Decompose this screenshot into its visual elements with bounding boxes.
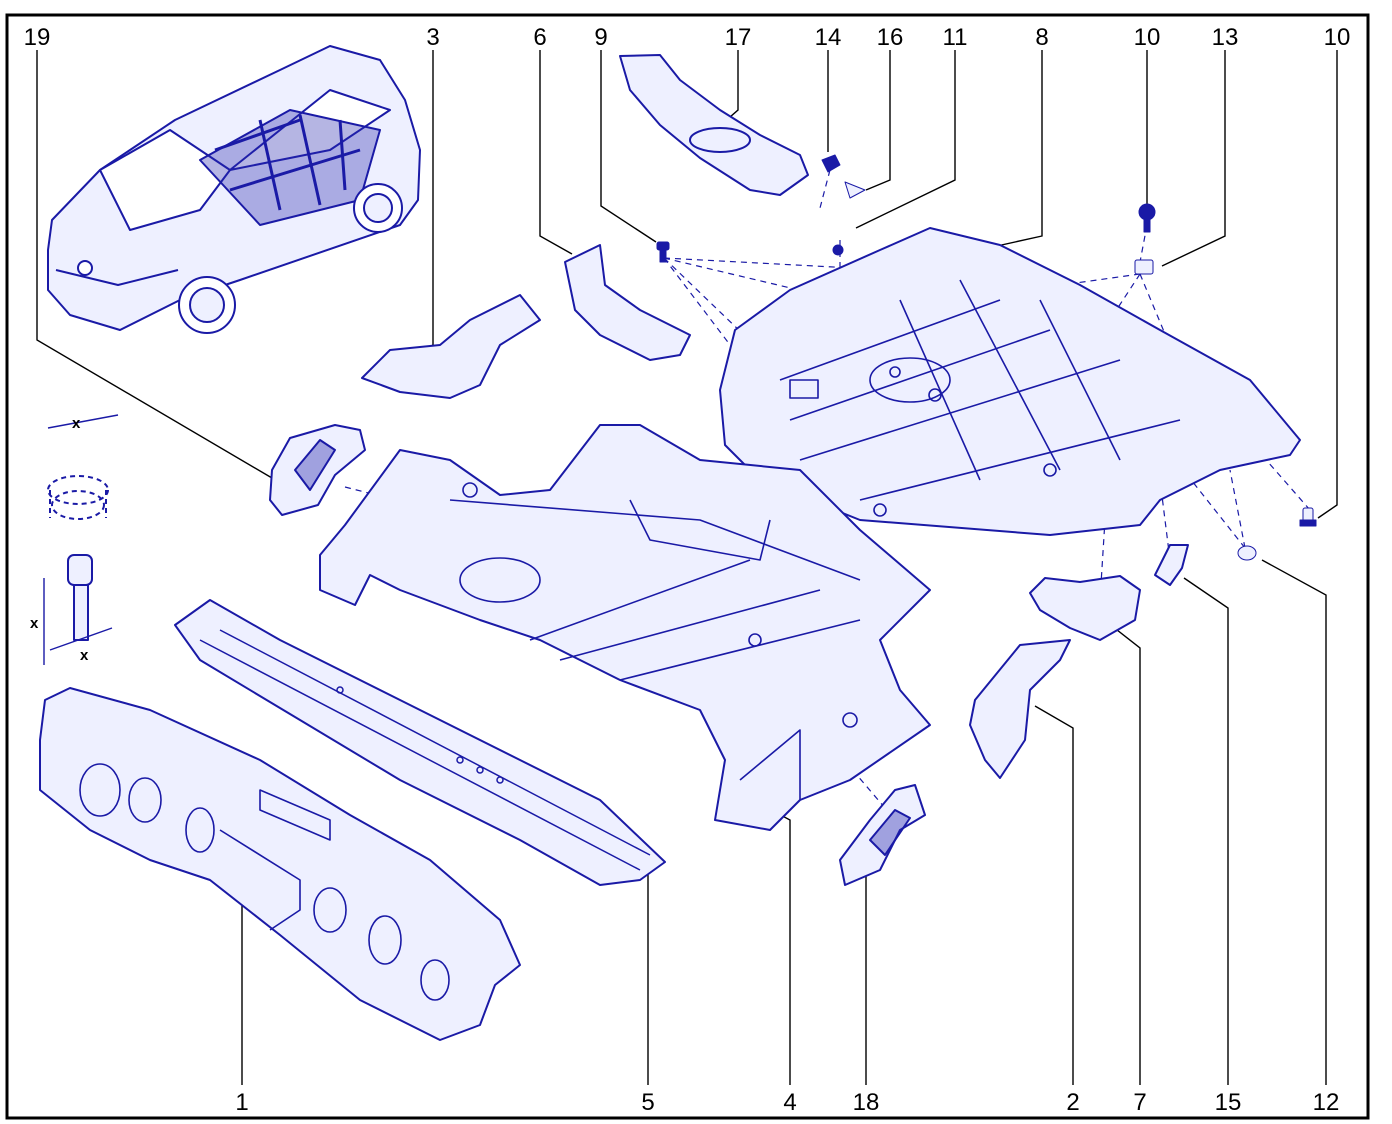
callout-labels-bottom: 1 5 4 18 2 7 15 12 [235, 1089, 1339, 1116]
part-10b-screw-icon [1299, 507, 1317, 527]
part-17-panel [619, 54, 809, 196]
callout-13: 13 [1212, 24, 1239, 51]
part-16-clip-icon [844, 181, 866, 199]
part-8-ribs [779, 279, 1181, 517]
callout-8: 8 [1035, 24, 1048, 51]
callout-10-top: 10 [1134, 24, 1161, 51]
callout-5: 5 [641, 1089, 654, 1116]
part-1-dash-panel [39, 687, 521, 1041]
part-18-detail [869, 809, 911, 856]
part-9-clip-icon [656, 241, 670, 263]
car-illustration [47, 45, 421, 334]
part-7-bracket [1029, 575, 1141, 641]
diagram-border [5, 13, 1370, 1120]
callout-1: 1 [235, 1089, 248, 1116]
part-13-nut-icon [1134, 259, 1154, 275]
part-18-bracket [839, 784, 926, 886]
dim-x-bottom: x [80, 647, 89, 664]
dim-x-left: x [30, 615, 39, 632]
callout-4: 4 [783, 1089, 796, 1116]
part-10-screw-icon [1138, 203, 1156, 233]
part-6-bracket [564, 244, 691, 361]
callout-labels-top: 19 3 6 9 17 14 16 11 8 10 13 10 [24, 24, 1351, 51]
part-3-bracket [361, 294, 541, 399]
part-5-details [199, 629, 651, 871]
callout-18: 18 [853, 1089, 880, 1116]
part-2-bracket [969, 639, 1071, 779]
callout-16: 16 [877, 24, 904, 51]
fasteners [656, 154, 1317, 561]
callout-15: 15 [1215, 1089, 1242, 1116]
part-4-floor-pan [319, 424, 931, 831]
callout-17: 17 [725, 24, 752, 51]
part-12-nut-icon [1237, 545, 1257, 561]
part-17-opening [689, 127, 751, 153]
part-1-details [79, 763, 450, 1001]
callout-3: 3 [426, 24, 439, 51]
callout-9: 9 [594, 24, 607, 51]
callout-6: 6 [533, 24, 546, 51]
part-11-plug-icon [832, 244, 844, 256]
callout-10-right: 10 [1324, 24, 1351, 51]
callout-11: 11 [943, 24, 968, 51]
part-4-details [449, 482, 861, 800]
dimension-markers: x x x [30, 415, 89, 664]
part-19-bracket [269, 424, 366, 516]
callout-12: 12 [1313, 1089, 1340, 1116]
callout-14: 14 [815, 24, 842, 51]
callout-2: 2 [1066, 1089, 1079, 1116]
part-19-detail [294, 439, 336, 491]
bolt-detail [43, 414, 119, 665]
callout-7: 7 [1133, 1089, 1146, 1116]
dim-x-top: x [72, 415, 81, 432]
callout-19: 19 [24, 24, 51, 51]
part-14-nut-icon [821, 154, 841, 173]
part-15-clip [1154, 544, 1189, 586]
